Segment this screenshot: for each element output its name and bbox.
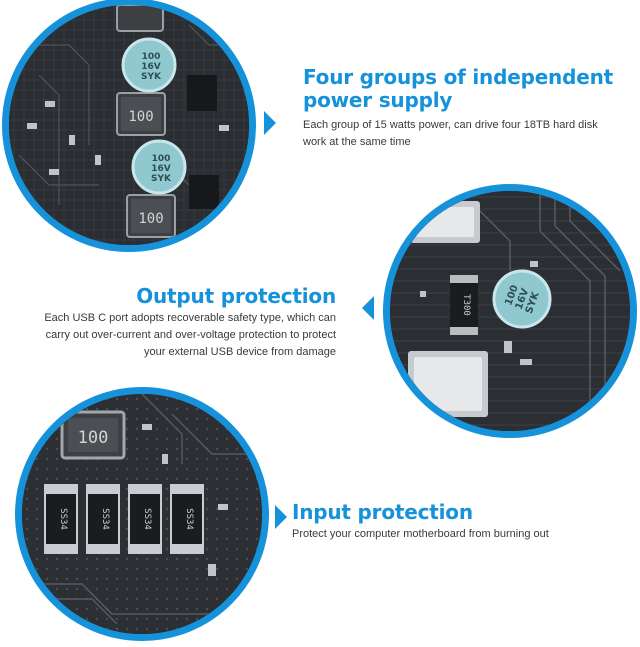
feature-title: Four groups of independent power supply — [303, 65, 613, 112]
inductor-marking: 100 — [78, 428, 109, 448]
fuse: T300 — [450, 275, 478, 335]
output-protection-illustration: T300 100 16V SYK — [390, 191, 630, 431]
diode-marking: SS34 — [100, 508, 110, 530]
feature-description: Protect your computer motherboard from b… — [292, 528, 549, 540]
capacitor: 100 16V SYK — [492, 269, 552, 329]
capacitor-marking-voltage: 16V — [514, 287, 532, 311]
usb-c-port — [408, 351, 488, 417]
feature-description: Each USB C port adopts recoverable safet… — [44, 312, 336, 358]
inductor: 100 — [60, 410, 126, 460]
schottky-diode: SS34 — [170, 484, 204, 554]
capacitor-1: 100 16V SYK — [121, 37, 177, 93]
inductor-3 — [116, 5, 164, 32]
input-protection-photo: 100 SS34 SS34 SS34 SS34 — [15, 387, 269, 641]
ic-chip — [187, 75, 217, 111]
capacitor-marking-brand: SYK — [151, 174, 172, 184]
schottky-diode: SS34 — [86, 484, 120, 554]
feature-description: Each group of 15 watts power, can drive … — [303, 119, 598, 148]
output-protection-photo: T300 100 16V SYK — [383, 184, 637, 438]
schottky-diode: SS34 — [128, 484, 162, 554]
inductor-marking: 100 — [128, 109, 153, 125]
capacitor-marking-voltage: 16V — [141, 62, 161, 72]
ic-chip — [189, 175, 219, 209]
capacitor-marking-voltage: 16V — [151, 164, 171, 174]
inductor-2: 100 — [126, 194, 176, 238]
usb-c-port — [410, 201, 480, 243]
power-supply-illustration: 100 100 100 16V SYK 100 16V SYK — [9, 5, 249, 245]
diode-marking: SS34 — [58, 508, 68, 530]
arrow-left-icon — [362, 296, 374, 320]
capacitor-marking-brand: SYK — [141, 72, 162, 82]
arrow-right-icon — [264, 111, 276, 135]
input-protection-illustration: 100 SS34 SS34 SS34 SS34 — [22, 394, 262, 634]
diode-marking: SS34 — [184, 508, 194, 530]
power-supply-photo: 100 100 100 16V SYK 100 16V SYK — [2, 0, 256, 252]
capacitor-marking-brand: SYK — [524, 289, 542, 315]
inductor-1: 100 — [116, 92, 166, 136]
feature-title: Input protection — [292, 500, 473, 524]
arrow-right-icon — [275, 505, 287, 529]
feature-title: Output protection — [136, 284, 336, 308]
inductor-marking: 100 — [138, 211, 163, 227]
schottky-diode: SS34 — [44, 484, 78, 554]
fuse-marking: T300 — [461, 294, 471, 316]
capacitor-marking-value: 100 — [142, 52, 161, 62]
capacitor-marking-value: 100 — [152, 154, 171, 164]
capacitor-2: 100 16V SYK — [131, 139, 187, 195]
capacitor-marking-value: 100 — [503, 284, 520, 307]
diode-marking: SS34 — [142, 508, 152, 530]
